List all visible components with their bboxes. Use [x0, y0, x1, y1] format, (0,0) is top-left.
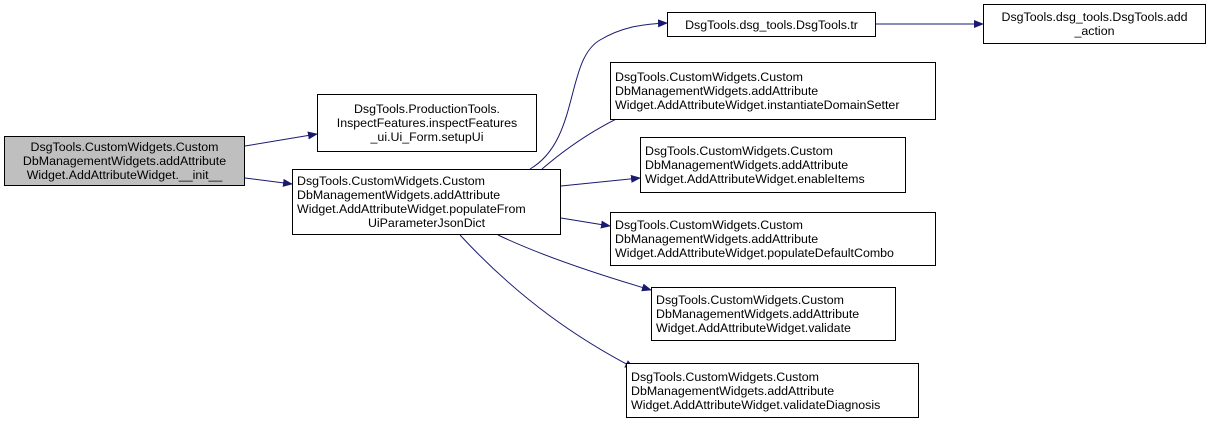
- node-label-line: _action: [1074, 24, 1115, 38]
- node-validate-diagnosis[interactable]: DsgTools.CustomWidgets.Custom DbManageme…: [626, 363, 919, 418]
- node-label-line: Widget.AddAttributeWidget.validate: [656, 321, 851, 335]
- node-add-action[interactable]: DsgTools.dsg_tools.DsgTools.add _action: [983, 4, 1206, 44]
- node-validate[interactable]: DsgTools.CustomWidgets.Custom DbManageme…: [651, 287, 896, 341]
- node-label-line: UiParameterJsonDict: [367, 216, 486, 230]
- node-label-line: DsgTools.CustomWidgets.Custom: [30, 140, 219, 154]
- node-enable-items[interactable]: DsgTools.CustomWidgets.Custom DbManageme…: [640, 137, 906, 193]
- node-label-line: DsgTools.CustomWidgets.Custom: [656, 293, 844, 307]
- node-label-line: DsgTools.CustomWidgets.Custom: [297, 174, 485, 188]
- node-label-line: DsgTools.dsg_tools.DsgTools.add: [1001, 10, 1188, 24]
- node-label-line: Widget.AddAttributeWidget.enableItems: [645, 172, 865, 186]
- node-tr[interactable]: DsgTools.dsg_tools.DsgTools.tr: [667, 12, 876, 37]
- node-label-line: _ui.Ui_Form.setupUi: [370, 130, 484, 144]
- node-label-line: Widget.AddAttributeWidget.instantiateDom…: [615, 98, 900, 112]
- edge-populate-to-tr: [529, 19, 668, 170]
- node-label-line: DbManagementWidgets.addAttribute: [615, 84, 819, 98]
- node-instantiate-domain-setter[interactable]: DsgTools.CustomWidgets.Custom DbManageme…: [610, 62, 936, 120]
- node-label-line: DsgTools.ProductionTools.: [353, 102, 500, 116]
- node-init-root: DsgTools.CustomWidgets.Custom DbManageme…: [4, 136, 245, 186]
- node-setup-ui[interactable]: DsgTools.ProductionTools. InspectFeature…: [317, 94, 537, 152]
- node-populate-from-ui-parameter-json-dict[interactable]: DsgTools.CustomWidgets.Custom DbManageme…: [292, 169, 561, 235]
- node-label-line: DsgTools.CustomWidgets.Custom: [615, 70, 803, 84]
- node-label-line: DbManagementWidgets.addAttribute: [22, 154, 227, 168]
- node-label-line: DbManagementWidgets.addAttribute: [297, 188, 501, 202]
- node-label-line: Widget.AddAttributeWidget.validateDiagno…: [631, 397, 881, 412]
- node-label-line: Widget.AddAttributeWidget.populateDefaul…: [615, 246, 894, 260]
- edge-populate-to-populateDefaultCombo: [560, 217, 611, 229]
- node-label-line: InspectFeatures.inspectFeatures: [336, 116, 518, 130]
- node-label-line: DbManagementWidgets.addAttribute: [656, 307, 860, 321]
- node-populate-default-combo[interactable]: DsgTools.CustomWidgets.Custom DbManageme…: [610, 212, 936, 266]
- node-label-line: DbManagementWidgets.addAttribute: [615, 232, 819, 246]
- edge-populate-to-validateDiagnosis: [459, 234, 635, 369]
- edge-populate-to-enableItems: [560, 174, 641, 187]
- node-label-line: DbManagementWidgets.addAttribute: [645, 158, 849, 172]
- node-label-line: DsgTools.dsg_tools.DsgTools.tr: [685, 17, 858, 32]
- node-label-line: Widget.AddAttributeWidget.__init__: [26, 168, 223, 182]
- node-label-line: Widget.AddAttributeWidget.populateFrom: [297, 202, 526, 216]
- edge-populate-to-validate: [497, 234, 652, 292]
- node-label-line: DsgTools.CustomWidgets.Custom: [631, 369, 819, 384]
- edge-root-to-setupUi: [244, 131, 318, 147]
- node-label-line: DsgTools.CustomWidgets.Custom: [615, 218, 803, 232]
- edge-root-to-populate: [244, 177, 293, 187]
- node-label-line: DbManagementWidgets.addAttribute: [631, 383, 835, 398]
- node-label-line: DsgTools.CustomWidgets.Custom: [645, 144, 833, 158]
